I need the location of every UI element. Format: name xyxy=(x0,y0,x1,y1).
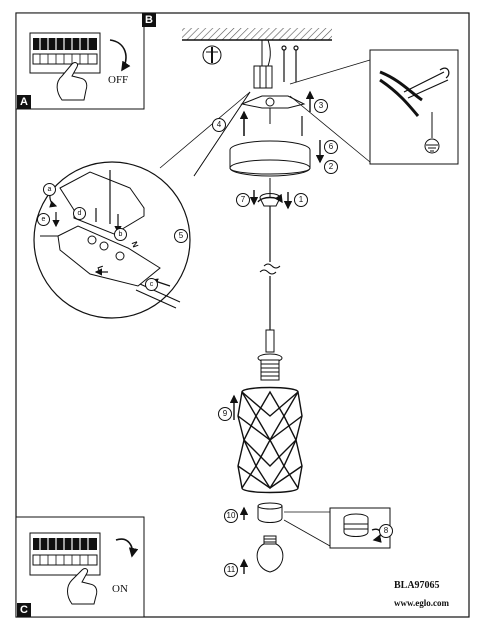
step-marker-6: 6 xyxy=(324,140,338,154)
panel-b-tag: B xyxy=(142,13,156,27)
cable-grip-icon xyxy=(259,178,281,207)
mounting-bracket-icon xyxy=(240,95,306,124)
callout-c: c xyxy=(145,278,158,291)
assembly-arrows xyxy=(229,90,382,574)
breaker-box-icon xyxy=(29,532,101,576)
panel-c-tag: C xyxy=(17,603,31,617)
rotate-arrow-icon xyxy=(115,538,139,558)
callout-e: e xyxy=(37,213,50,226)
ring-detail-panel xyxy=(283,507,391,549)
ceiling-hatch xyxy=(182,28,332,41)
mounting-screws-icon xyxy=(281,45,299,82)
step-marker-11: 11 xyxy=(224,563,238,577)
website-url: www.eglo.com xyxy=(394,598,449,608)
step-marker-3: 3 xyxy=(314,99,328,113)
terminal-block-icon xyxy=(253,39,273,89)
callout-b: b xyxy=(114,228,127,241)
breaker-box-icon xyxy=(29,32,101,74)
shade-ring xyxy=(257,502,283,523)
switch-on-panel xyxy=(15,516,145,618)
switch-off-panel xyxy=(15,12,145,110)
screw-icon xyxy=(202,45,222,65)
suspension-cable xyxy=(259,206,281,353)
wiring-detail-panel xyxy=(369,49,459,165)
panel-a-tag: A xyxy=(17,95,31,109)
screw-icon xyxy=(243,116,303,136)
step-marker-8: 8 xyxy=(379,524,393,538)
switch-off-label: OFF xyxy=(108,74,129,86)
step-marker-7: 7 xyxy=(236,193,250,207)
cage-shade xyxy=(237,386,303,494)
hand-icon xyxy=(56,62,88,101)
model-number: BLA97065 xyxy=(394,580,440,591)
callout-a: a xyxy=(43,183,56,196)
step-marker-9: 9 xyxy=(218,407,232,421)
switch-on-label: ON xyxy=(112,583,128,595)
step-marker-1: 1 xyxy=(294,193,308,207)
rotate-arrow-icon xyxy=(109,39,131,72)
callout-d: d xyxy=(73,207,86,220)
step-marker-10: 10 xyxy=(224,509,238,523)
step-marker-4: 4 xyxy=(212,118,226,132)
step-marker-5: 5 xyxy=(174,229,188,243)
lamp-holder xyxy=(257,353,283,381)
hand-icon xyxy=(67,568,98,605)
step-marker-2: 2 xyxy=(324,160,338,174)
canopy xyxy=(229,140,311,177)
ground-icon xyxy=(424,138,440,154)
bulb-icon xyxy=(256,535,284,573)
